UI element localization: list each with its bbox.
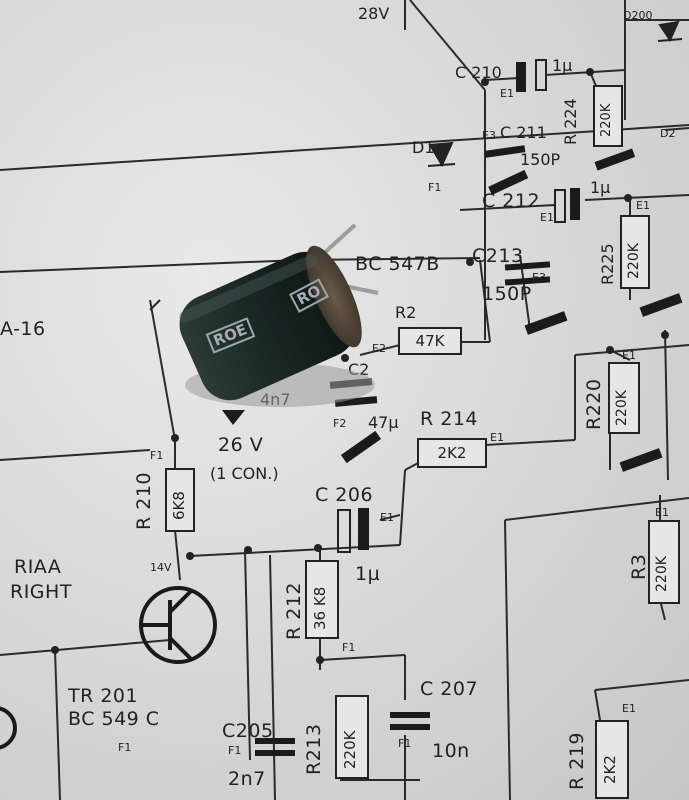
r225-body: 220K	[620, 215, 650, 289]
e1-mark: E1	[500, 87, 514, 100]
e2-mark: E2	[372, 342, 386, 355]
f1-mark-d1: F1	[428, 181, 442, 194]
c206-value: 1µ	[355, 563, 381, 585]
c207-value: 10n	[432, 740, 470, 762]
r212-body: 36 K8	[305, 560, 339, 639]
bc547-label: BC 547B	[355, 253, 440, 275]
r224-label: R 224	[561, 98, 580, 145]
tr201-label: TR 201	[68, 685, 139, 707]
c210-label: C 210	[455, 63, 502, 82]
right-label: RIGHT	[10, 581, 72, 603]
f1-mark-tr201: F1	[118, 741, 132, 754]
c210-plate-a	[516, 62, 526, 92]
c213-value: 150P	[482, 283, 532, 305]
f1-mark-r212: F1	[342, 641, 356, 654]
r213-body: 220K	[335, 695, 369, 779]
r210-body: 6K8	[165, 468, 195, 532]
c213-label: C213	[472, 245, 524, 267]
r213-label: R213	[303, 723, 325, 775]
e3-mark: E3	[482, 129, 496, 142]
f1-mark-r210: F1	[150, 449, 164, 462]
r214-body: 2K2	[417, 438, 487, 468]
c212-value: 1µ	[590, 178, 611, 197]
r225-label: R225	[598, 243, 617, 285]
top-bus-wire	[0, 124, 689, 171]
e1-mark-r3: E1	[655, 506, 669, 519]
d200-label: D200	[623, 9, 653, 22]
r214-label: R 214	[420, 408, 479, 430]
supply-26v-label: 26 V	[218, 434, 264, 456]
r224-body: 220K	[593, 85, 623, 147]
e1-mark-r225: E1	[636, 199, 650, 212]
f1-mark-c205: F1	[228, 744, 242, 757]
e1-mark-r220: E1	[622, 349, 636, 362]
f1-mark-c207: F1	[398, 737, 412, 750]
r219-body: 2K2	[595, 720, 629, 799]
e1-mark-r214: E1	[490, 431, 504, 444]
c206-label: C 206	[315, 484, 374, 506]
r3-body: 220K	[648, 520, 680, 604]
e1-mark-c206: E1	[380, 511, 394, 524]
v14-label: 14V	[150, 561, 172, 574]
bc549-label: BC 549 C	[68, 708, 160, 730]
electrolytic-capacitor: ROE RO	[150, 215, 390, 415]
c211-value: 150P	[520, 150, 561, 169]
r220-body: 220K	[608, 362, 640, 434]
a16-label: A-16	[0, 318, 46, 340]
transistor-tr201	[139, 586, 217, 664]
rail-28v-wire	[409, 0, 486, 91]
c205-value: 2n7	[228, 768, 266, 790]
diode-d1	[427, 141, 456, 168]
d2-label: D2	[660, 127, 676, 140]
r3-label: R3	[628, 553, 650, 580]
r219-label: R 219	[566, 731, 588, 790]
r2-body: 47K	[398, 327, 462, 355]
c-47u-value: 47µ	[368, 413, 399, 432]
c210-value: 1µ	[552, 56, 573, 75]
f2-mark: F2	[333, 417, 347, 430]
c207-label: C 207	[420, 678, 479, 700]
r220-label: R220	[583, 378, 605, 430]
c212-label: C 212	[482, 190, 541, 212]
e1-mark-r219: E1	[622, 702, 636, 715]
r210-label: R 210	[133, 471, 155, 530]
supply-28v-label: 28V	[358, 4, 390, 23]
one-con-label: (1 CON.)	[210, 464, 279, 483]
c211-label: C 211	[500, 123, 547, 142]
d1-label: D1	[412, 138, 435, 157]
e3-mark-c213: E3	[532, 271, 546, 284]
e1-mark-c212: E1	[540, 211, 554, 224]
mid-bus-wire	[0, 259, 301, 273]
riaa-label: RIAA	[14, 556, 62, 578]
r2-label: R2	[395, 303, 417, 322]
capacitor-body-icon	[179, 223, 379, 407]
r212-label: R 212	[283, 581, 305, 640]
c205-label: C205	[222, 720, 274, 742]
